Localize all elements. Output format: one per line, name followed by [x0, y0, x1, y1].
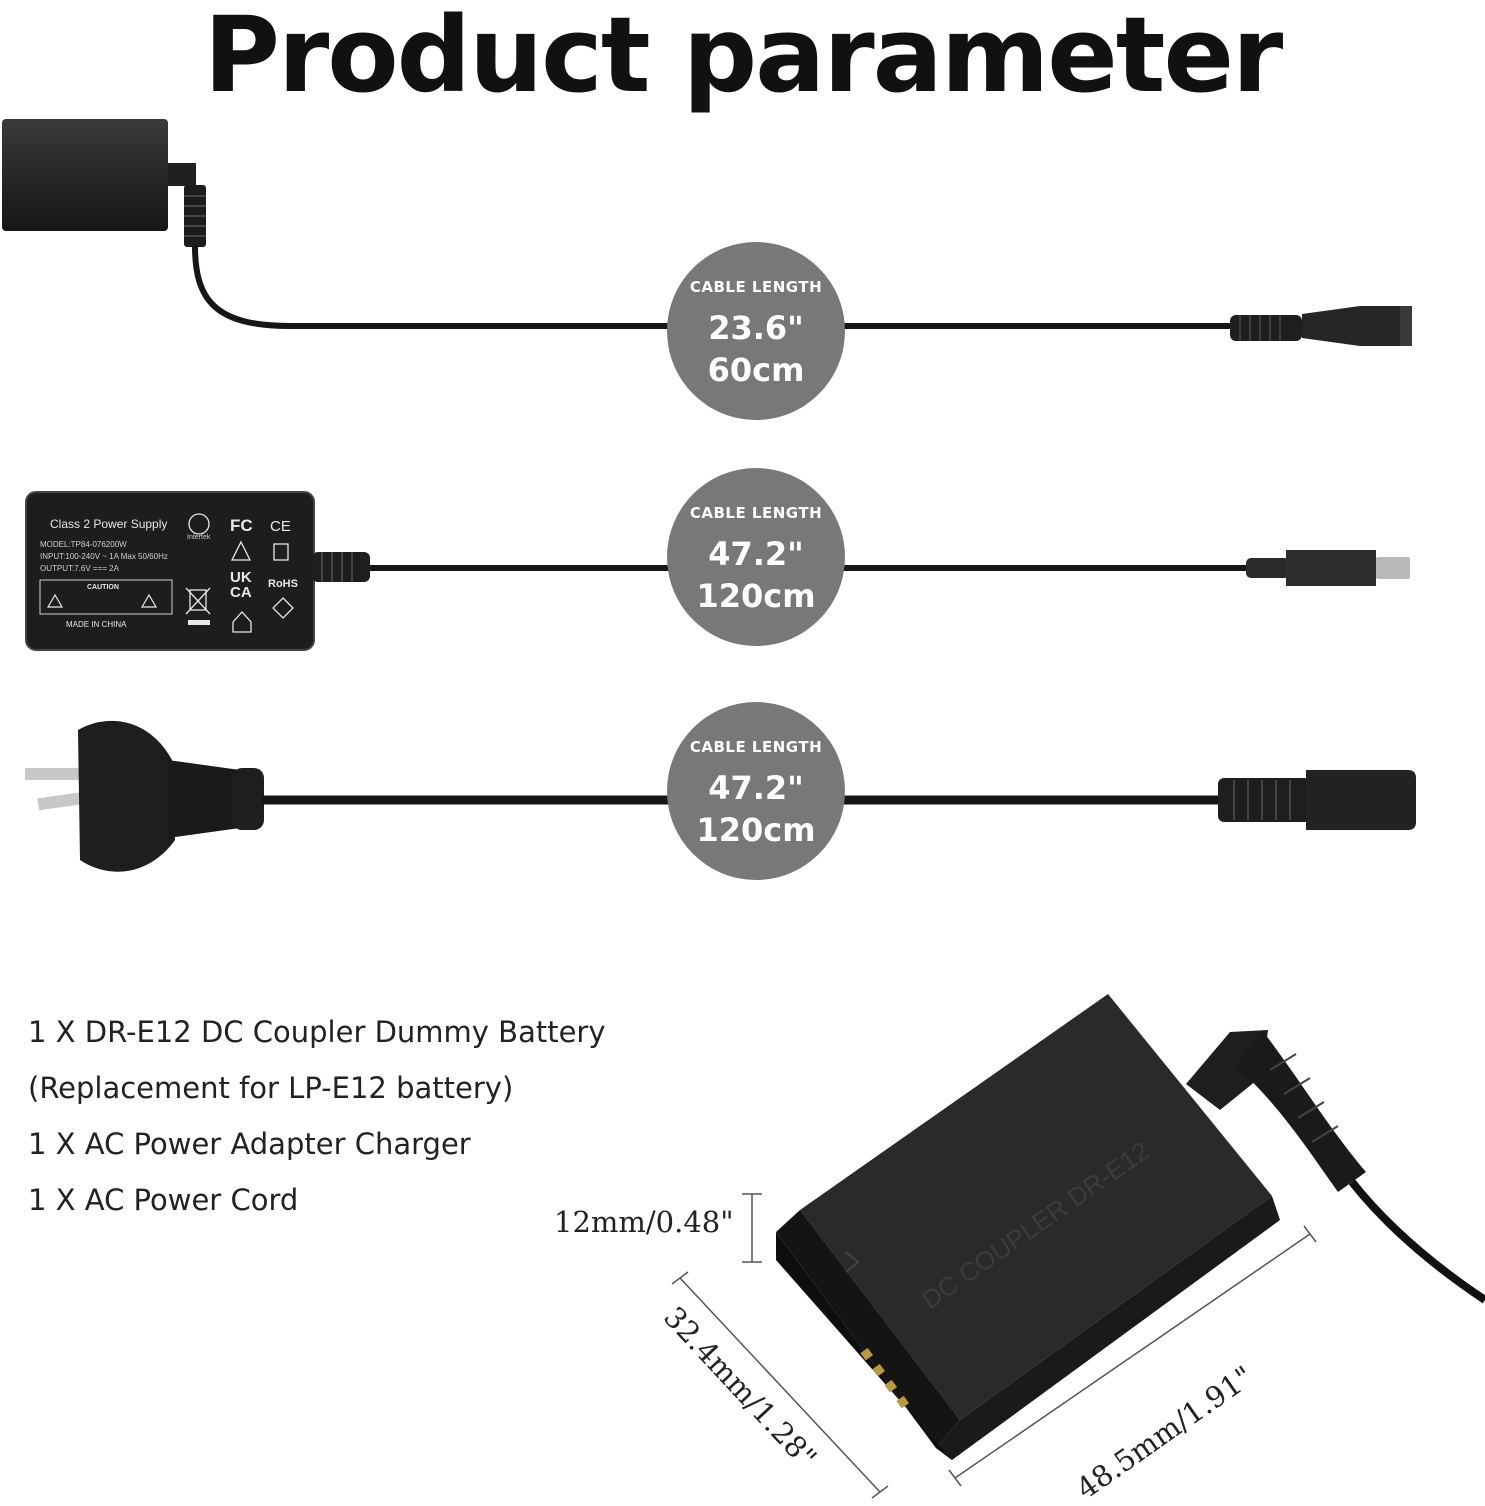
cable-length-label: CABLE LENGTH	[689, 504, 823, 522]
dimension-thickness: 12mm/0.48"	[554, 1205, 734, 1239]
weee-bin-icon	[185, 587, 211, 615]
dummy-battery-cable	[2, 119, 1412, 346]
cable-length-cm: 120cm	[696, 811, 816, 849]
cable-length-cm: 120cm	[696, 577, 816, 615]
adapter-label-model: MODEL:TP84-076200W	[40, 540, 127, 549]
adapter-label-origin: MADE IN CHINA	[66, 620, 127, 629]
cable-length-inches: 47.2"	[708, 535, 804, 573]
au-plug-body	[78, 720, 175, 872]
contents-item: (Replacement for LP-E12 battery)	[28, 1071, 514, 1105]
ukca-mark-bottom: CA	[230, 584, 252, 601]
warning-icon	[46, 593, 64, 608]
power-adapter: Class 2 Power Supply MODEL:TP84-076200W …	[25, 491, 1410, 651]
cable-length-label: CABLE LENGTH	[689, 738, 823, 756]
plug-pin	[37, 791, 87, 811]
battery-contacts	[860, 1347, 909, 1409]
adapter-label-name: Class 2 Power Supply	[50, 517, 167, 531]
indoor-use-icon	[232, 611, 252, 633]
dc-cable	[192, 245, 1232, 329]
dc-female-connector	[1302, 306, 1412, 346]
fc-mark: FC	[230, 516, 253, 535]
dc-barrel-plug	[1286, 550, 1376, 586]
cable-length-cm: 60cm	[707, 351, 805, 389]
cable-length-badge: CABLE LENGTH 23.6" 60cm	[667, 242, 845, 420]
ukca-mark-top: UK	[230, 569, 252, 586]
cable-length-badge: CABLE LENGTH 47.2" 120cm	[667, 468, 845, 646]
page-title: Product parameter	[203, 0, 1284, 116]
contents-item: 1 X AC Power Cord	[28, 1183, 299, 1217]
cable-length-inches: 23.6"	[708, 309, 804, 347]
figure-8-connector	[1306, 770, 1416, 830]
dummy-battery-3d: DC COUPLER DR-E12	[776, 994, 1485, 1460]
plug-pin	[25, 768, 83, 780]
contents-item: 1 X DR-E12 DC Coupler Dummy Battery	[28, 1015, 606, 1049]
adapter-label-output: OUTPUT:7.6V === 2A	[40, 564, 120, 573]
rcm-mark-icon	[230, 540, 252, 561]
cable-length-inches: 47.2"	[708, 769, 804, 807]
adapter-label-intertek: Intertek	[187, 534, 211, 541]
warning-icon	[140, 593, 158, 608]
dummy-battery-top	[2, 119, 168, 231]
battery-cable	[1348, 1179, 1485, 1304]
contents-item: 1 X AC Power Adapter Charger	[28, 1127, 471, 1161]
etl-mark-icon	[188, 513, 210, 535]
adapter-label-caution: CAUTION	[87, 584, 119, 591]
kc-mark-icon	[273, 543, 289, 561]
pse-mark-icon	[272, 597, 294, 619]
dimension-lines	[671, 1193, 1317, 1499]
rohs-mark: RoHS	[268, 578, 298, 590]
cable-length-badge: CABLE LENGTH 47.2" 120cm	[667, 702, 845, 880]
adapter-label-input: INPUT:100-240V ~ 1A Max 50/60Hz	[40, 552, 168, 561]
cable-length-label: CABLE LENGTH	[689, 278, 823, 296]
ce-mark: CE	[270, 518, 291, 535]
battery-strain-relief	[1236, 1030, 1366, 1192]
package-contents: 1 X DR-E12 DC Coupler Dummy Battery (Rep…	[28, 1004, 606, 1228]
dc-barrel-tip	[1376, 557, 1410, 579]
